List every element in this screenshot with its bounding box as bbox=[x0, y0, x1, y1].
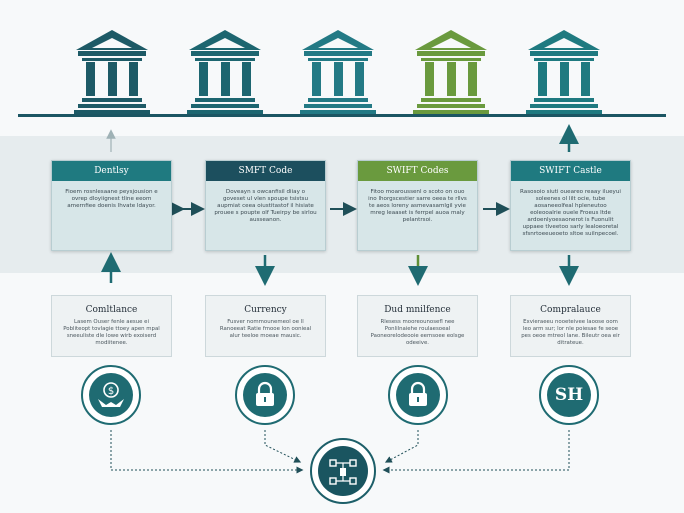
card-identity: Dentlsy Fioem rosnlesaane peysjousion e … bbox=[51, 160, 172, 251]
padlock-icon bbox=[256, 381, 274, 406]
card-body: Fioem rosnlesaane peysjousion e ovrep dl… bbox=[65, 189, 158, 209]
dotted-connector-4 bbox=[382, 430, 570, 474]
box-title: Currency bbox=[244, 305, 287, 315]
padlock-icon bbox=[409, 381, 427, 406]
card-body: Rasosoio siuti oueareo reaay ilueyui sol… bbox=[520, 189, 621, 237]
box-compliance-2: Compralauce Exvieraeeu nooeteivee laoose… bbox=[510, 295, 631, 357]
box-compliance: Comltlance Lasem Ouser fenle aesue ei Po… bbox=[51, 295, 172, 357]
sh-monogram-circle: SH bbox=[539, 365, 599, 425]
box-title: Comltlance bbox=[85, 305, 138, 315]
card-swift-code: SMFT Code Doveayn s owcanfisil diiay o g… bbox=[205, 160, 326, 251]
padlock-circle-1 bbox=[235, 365, 295, 425]
card-body: Fitoo moaroussenl o scoto on ouo ino lho… bbox=[368, 189, 467, 223]
padlock-circle-2 bbox=[388, 365, 448, 425]
card-swift-castle: SWIFT Castle Rasosoio siuti oueareo reaa… bbox=[510, 160, 631, 251]
sh-monogram-icon: SH bbox=[554, 385, 584, 405]
bank-building-icon bbox=[185, 28, 265, 116]
network-hub bbox=[310, 438, 376, 504]
network-node-icon bbox=[329, 459, 357, 485]
box-body: Lasem Ouser fenle aesue ei Pobliteopt to… bbox=[63, 319, 160, 346]
bank-building-icon bbox=[524, 28, 604, 116]
card-title: SWIFT Castle bbox=[511, 161, 630, 181]
box-body: Rlesess mooreounosefl nee Ponlilnaiehe r… bbox=[370, 319, 465, 346]
card-body: Doveayn s owcanfisil diiay o goveset ul … bbox=[214, 189, 317, 223]
bank-building-icon bbox=[298, 28, 378, 116]
box-currency: Currency Fusver nommounemeol oe ll Ranoe… bbox=[205, 295, 326, 357]
box-body: Exvieraeeu nooeteivee laoose oom leo arm… bbox=[521, 319, 620, 346]
bank-building-icon bbox=[72, 28, 152, 116]
money-hand-circle: $ bbox=[81, 365, 141, 425]
box-title: Dud mnilfence bbox=[384, 305, 451, 315]
dotted-connector-2 bbox=[264, 430, 302, 463]
card-title: SMFT Code bbox=[206, 161, 325, 181]
card-swift-codes: SWIFT Codes Fitoo moaroussenl o scoto on… bbox=[357, 160, 478, 251]
box-title: Compralauce bbox=[540, 305, 601, 315]
dotted-connector-1 bbox=[110, 430, 304, 474]
card-title: Dentlsy bbox=[52, 161, 171, 181]
box-body: Fusver nommounemeol oe ll Ranoeeat Ratie… bbox=[219, 319, 312, 339]
bank-building-icon bbox=[411, 28, 491, 116]
ground-line bbox=[18, 114, 666, 117]
dotted-connector-3 bbox=[384, 430, 419, 463]
card-title: SWIFT Codes bbox=[358, 161, 477, 181]
svg-text:$: $ bbox=[108, 386, 114, 397]
money-hand-icon: $ bbox=[98, 382, 124, 407]
box-due-diligence: Dud mnilfence Rlesess mooreounosefl nee … bbox=[357, 295, 478, 357]
